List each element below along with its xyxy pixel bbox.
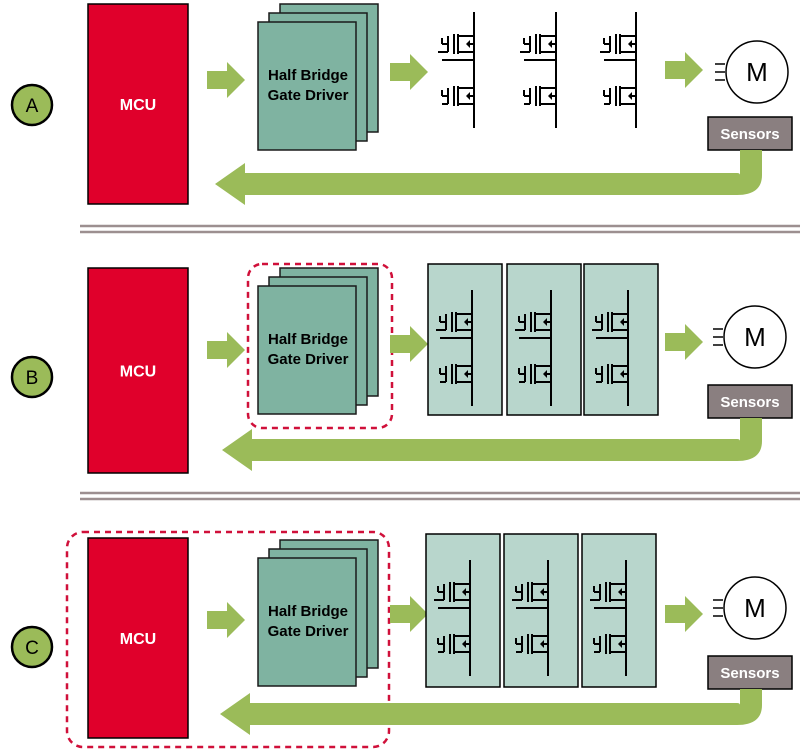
driver-to-bridge-arrow xyxy=(390,596,428,632)
sensors-label: Sensors xyxy=(720,126,779,143)
bridge-to-motor-arrow xyxy=(665,324,703,360)
half-bridge-phase-3 xyxy=(590,560,627,676)
high-side-fet-icon xyxy=(603,23,637,65)
low-side-fet-icon xyxy=(523,75,557,117)
half-bridge-phase-3 xyxy=(592,290,629,406)
sensors-block xyxy=(707,384,793,419)
half-bridge-phase-1 xyxy=(436,290,473,406)
gate-driver-card xyxy=(257,285,357,415)
motor-icon: M xyxy=(715,40,789,104)
mcu-to-driver-arrow xyxy=(207,332,245,368)
sensors-block xyxy=(707,655,793,690)
motor-icon: M xyxy=(713,305,787,369)
fet-board xyxy=(425,533,501,688)
sensors-label: Sensors xyxy=(720,665,779,682)
driver-highlight xyxy=(246,262,394,430)
feedback-arrow xyxy=(215,150,762,205)
gate-driver-card xyxy=(257,557,357,687)
half-bridge-phase-1 xyxy=(438,12,475,128)
fet-board xyxy=(583,263,659,416)
mcu-label: MCU xyxy=(120,631,156,648)
high-side-fet-icon xyxy=(441,23,475,65)
driver-label-line1: Half Bridge xyxy=(268,331,348,348)
half-bridge-phase-2 xyxy=(520,12,557,128)
gate-driver-card xyxy=(257,21,357,151)
driver-label-line2: Gate Driver xyxy=(268,351,349,368)
low-side-fet-icon xyxy=(603,75,637,117)
row-badge-label: C xyxy=(25,638,39,659)
row-badge xyxy=(10,625,54,669)
motor-label: M xyxy=(746,57,768,87)
motor-icon: M xyxy=(713,576,787,640)
fet-board xyxy=(506,263,582,416)
mcu-block xyxy=(87,537,189,739)
mcu-label: MCU xyxy=(120,364,156,381)
row-badge-label: B xyxy=(26,368,39,389)
driver-label-line1: Half Bridge xyxy=(268,603,348,620)
feedback-arrow xyxy=(220,689,762,735)
half-bridge-phase-1 xyxy=(434,560,471,676)
mcu-to-driver-arrow xyxy=(207,602,245,638)
row-badge xyxy=(10,355,54,399)
mcu-block xyxy=(87,267,189,474)
bridge-to-motor-arrow xyxy=(665,596,703,632)
driver-to-bridge-arrow xyxy=(390,326,428,362)
fet-board xyxy=(427,263,503,416)
driver-to-bridge-arrow xyxy=(390,54,428,90)
motor-label: M xyxy=(744,593,766,623)
mcu-to-driver-arrow xyxy=(207,62,245,98)
feedback-arrow xyxy=(222,418,762,471)
low-side-fet-icon xyxy=(441,75,475,117)
half-bridge-phase-3 xyxy=(600,12,637,128)
motor-label: M xyxy=(744,322,766,352)
driver-label-line2: Gate Driver xyxy=(268,623,349,640)
bridge-to-motor-arrow xyxy=(665,52,703,88)
high-side-fet-icon xyxy=(523,23,557,65)
integration-highlight xyxy=(65,530,391,749)
sensors-label: Sensors xyxy=(720,394,779,411)
driver-label-line1: Half Bridge xyxy=(268,67,348,84)
driver-label-line2: Gate Driver xyxy=(268,87,349,104)
row-badge xyxy=(10,83,54,127)
fet-board xyxy=(503,533,579,688)
fet-board xyxy=(581,533,657,688)
row-badge-label: A xyxy=(26,96,39,117)
half-bridge-phase-2 xyxy=(515,290,552,406)
half-bridge-phase-2 xyxy=(512,560,549,676)
mcu-label: MCU xyxy=(120,97,156,114)
mcu-block xyxy=(87,3,189,205)
sensors-block xyxy=(707,116,793,151)
